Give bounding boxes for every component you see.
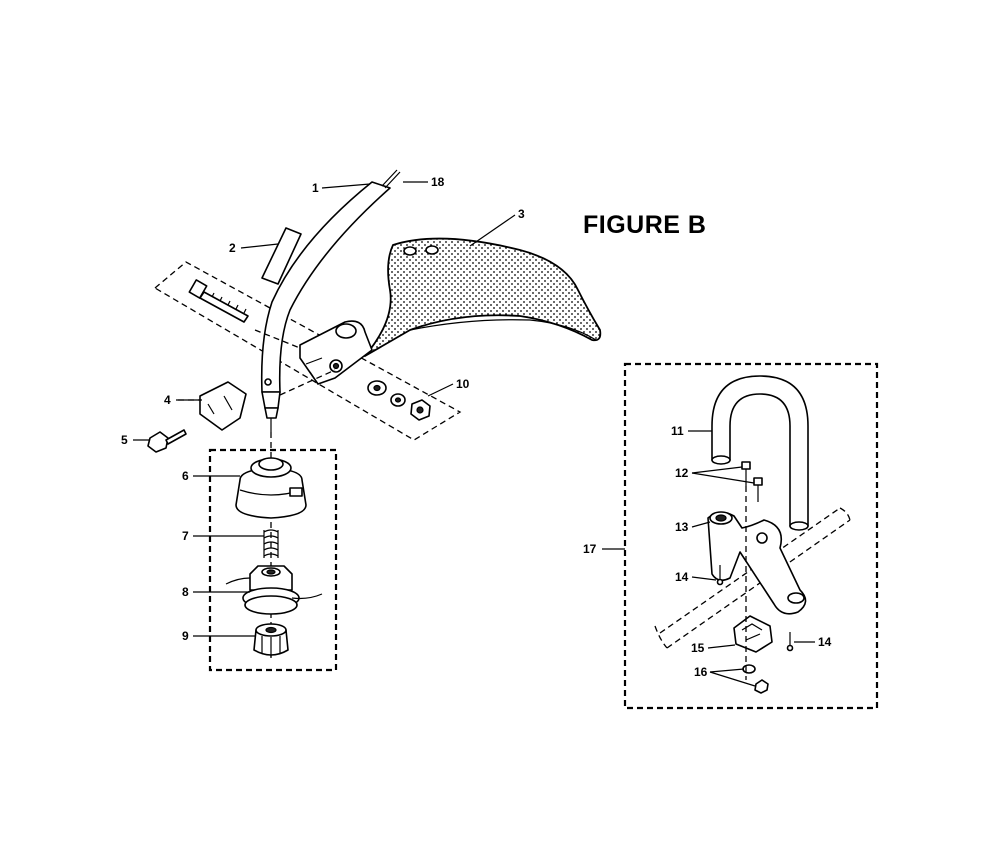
callout-labels: 1 18 2 3 4 5 10 6 7 8 9 11 12 13 14 14 1…: [121, 175, 832, 679]
callout-14-left: 14: [675, 570, 689, 584]
grip-sleeve: [261, 227, 302, 285]
leader-lines: [133, 181, 815, 687]
drive-cable: [381, 169, 401, 189]
debris-shield: [364, 237, 602, 357]
callout-5: 5: [121, 433, 128, 447]
callout-17: 17: [583, 542, 597, 556]
shield-clamp: [299, 320, 373, 385]
callout-6: 6: [182, 469, 189, 483]
callout-11: 11: [671, 424, 684, 438]
callout-18: 18: [431, 175, 445, 189]
loop-handle: [711, 375, 809, 531]
callout-4: 4: [164, 393, 171, 407]
callout-2: 2: [229, 241, 236, 255]
figure-title: FIGURE B: [583, 211, 707, 239]
handle-screws: [741, 461, 763, 502]
clamp-nuts: [742, 664, 769, 694]
mounting-screw: [147, 429, 187, 453]
callout-8: 8: [182, 585, 189, 599]
callout-10: 10: [456, 377, 470, 391]
trimmer-head-box: [208, 448, 338, 672]
handle-pins: [716, 565, 794, 652]
spring: [263, 529, 279, 558]
callout-7: 7: [182, 529, 189, 543]
bolt-alignment-box: [153, 261, 462, 441]
lower-clamp: [733, 615, 773, 653]
washer-nut-set: [367, 380, 431, 421]
trimmer-housing: [235, 457, 307, 519]
callout-9: 9: [182, 629, 189, 643]
shield-bolt: [188, 279, 249, 323]
handle-shaft-outline: [654, 507, 851, 649]
line-spool: [225, 565, 323, 615]
bracket-clip: [199, 381, 247, 431]
callout-3: 3: [518, 207, 525, 221]
handle-kit-box: [623, 362, 879, 710]
callout-14-right: 14: [818, 635, 832, 649]
callout-1: 1: [312, 181, 319, 195]
callout-16: 16: [694, 665, 708, 679]
bump-knob: [253, 623, 289, 657]
callout-15: 15: [691, 641, 705, 655]
callout-13: 13: [675, 520, 689, 534]
handle-bracket: [707, 511, 807, 615]
shaft-tube: [260, 181, 391, 432]
callout-12: 12: [675, 466, 689, 480]
